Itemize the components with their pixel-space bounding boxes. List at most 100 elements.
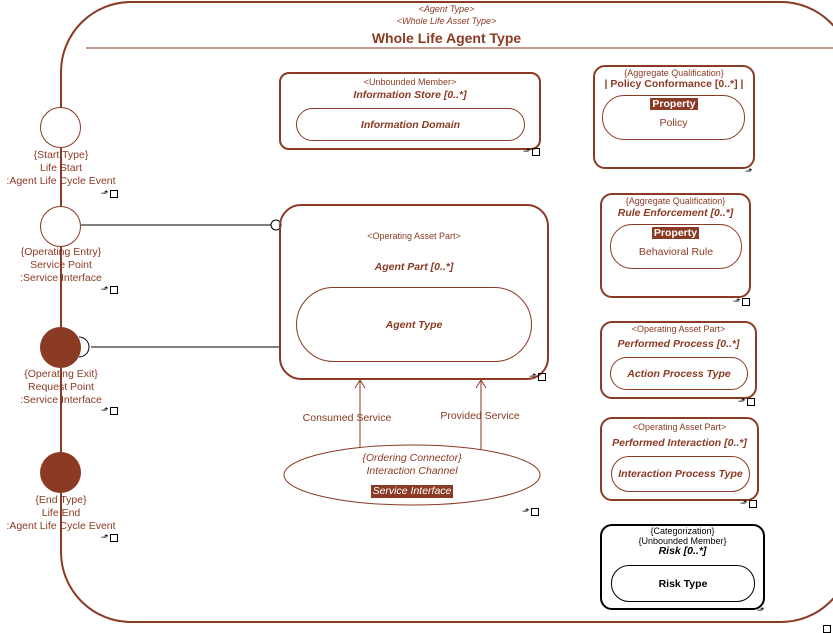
link-arrow-icon[interactable]: ⬏ bbox=[101, 284, 109, 295]
expand-square-icon[interactable] bbox=[741, 297, 750, 306]
policy-conformance-name: | Policy Conformance [0..*] | bbox=[604, 78, 744, 90]
link-arrow-icon[interactable]: ⬏ bbox=[101, 188, 109, 199]
risk-icons[interactable]: ⬏ bbox=[757, 606, 765, 615]
expand-square-icon[interactable] bbox=[530, 507, 539, 516]
agent-type-pill[interactable]: Agent Type bbox=[296, 287, 532, 362]
interaction-process-type-pill[interactable]: Interaction Process Type bbox=[611, 456, 750, 492]
policy-conformance-box[interactable] bbox=[593, 65, 755, 169]
exit-port-label: {Operating Exit} Request Point :Service … bbox=[0, 368, 122, 407]
action-process-type-pill[interactable]: Action Process Type bbox=[610, 357, 748, 390]
interaction-icons[interactable]: ⬏ bbox=[740, 499, 757, 508]
rule-icons[interactable]: ⬏ bbox=[733, 297, 750, 306]
expand-square-icon[interactable] bbox=[531, 147, 540, 156]
policy-badge-wrap: Property bbox=[593, 94, 755, 112]
risk-stereotype-unbounded: {Unbounded Member} bbox=[638, 536, 727, 546]
expand-square-icon[interactable] bbox=[109, 533, 118, 542]
agent-part-icons[interactable]: ⬏ bbox=[529, 372, 546, 381]
rule-enforcement-stereotype: {Aggregate Qualification} bbox=[625, 196, 726, 206]
process-icons[interactable]: ⬏ bbox=[738, 397, 755, 406]
provided-service-label: Provided Service bbox=[440, 410, 520, 422]
rule-badge-wrap: Property bbox=[600, 223, 751, 241]
exit-port-name: Request Point bbox=[28, 381, 94, 393]
start-port-icons[interactable]: ⬏ bbox=[101, 189, 118, 198]
entry-port-name: Service Point bbox=[30, 259, 92, 271]
link-arrow-icon[interactable]: ⬏ bbox=[745, 166, 753, 177]
start-port-name: Life Start bbox=[39, 162, 83, 174]
consumed-service-arrow bbox=[354, 379, 366, 389]
rule-property-badge: Property bbox=[651, 227, 700, 239]
expand-square-icon[interactable] bbox=[109, 189, 118, 198]
performed-interaction-box[interactable] bbox=[600, 417, 759, 501]
start-port-label: {Start Type} Life Start :Agent Life Cycl… bbox=[0, 149, 122, 188]
end-port-label: {End Type} Life End :Agent Life Cycle Ev… bbox=[0, 494, 122, 533]
exit-port-type: :Service Interface bbox=[20, 394, 102, 406]
link-arrow-icon[interactable]: ⬏ bbox=[523, 146, 531, 157]
risk-stereotype-categorization: {Categorization} bbox=[650, 526, 715, 536]
expand-square-icon[interactable] bbox=[537, 372, 546, 381]
interaction-channel-name: Interaction Channel bbox=[366, 465, 458, 477]
agent-part-stereotype: <Operating Asset Part> bbox=[367, 231, 461, 241]
header-stereotype-agent: <Agent Type> bbox=[418, 4, 475, 14]
link-arrow-icon[interactable]: ⬏ bbox=[733, 296, 741, 307]
link-arrow-icon[interactable]: ⬏ bbox=[738, 396, 746, 407]
policy-conformance-stereotype: {Aggregate Qualification} bbox=[624, 68, 724, 78]
performed-process-stereotype: <Operating Asset Part> bbox=[631, 324, 726, 334]
policy-icons[interactable]: ⬏ bbox=[745, 167, 753, 176]
interaction-channel-stereotype: {Ordering Connector} bbox=[362, 452, 462, 464]
policy-property-badge: Property bbox=[650, 98, 698, 110]
information-domain-pill[interactable]: Information Domain bbox=[296, 108, 525, 141]
information-store-stereotype: <Unbounded Member> bbox=[363, 77, 457, 87]
end-port-node[interactable] bbox=[40, 452, 81, 493]
rule-enforcement-box[interactable] bbox=[600, 193, 751, 298]
agent-part-box[interactable] bbox=[279, 204, 549, 380]
expand-square-icon[interactable] bbox=[109, 406, 118, 415]
expand-square-icon[interactable] bbox=[109, 285, 118, 294]
entry-port-type: :Service Interface bbox=[20, 272, 102, 284]
expand-square-icon[interactable] bbox=[748, 499, 757, 508]
policy-pill-label: Policy bbox=[659, 116, 688, 129]
header-stereotype-asset: <Whole Life Asset Type> bbox=[396, 16, 497, 26]
end-port-name: Life End bbox=[41, 507, 81, 519]
link-arrow-icon[interactable]: ⬏ bbox=[101, 405, 109, 416]
end-port-icons[interactable]: ⬏ bbox=[101, 533, 118, 542]
link-arrow-icon[interactable]: ⬏ bbox=[757, 605, 765, 616]
consumed-service-label: Consumed Service bbox=[302, 412, 392, 424]
expand-square-icon[interactable] bbox=[823, 624, 831, 633]
entry-port-kind: {Operating Entry} bbox=[20, 246, 102, 258]
expand-square-icon[interactable] bbox=[746, 397, 755, 406]
service-interface-badge-wrap: Service Interface bbox=[284, 481, 540, 499]
provided-service-arrow bbox=[475, 379, 487, 389]
exit-port-node[interactable] bbox=[40, 327, 81, 368]
exit-port-icons[interactable]: ⬏ bbox=[101, 406, 118, 415]
start-port-kind: {Start Type} bbox=[33, 149, 89, 161]
link-arrow-icon[interactable]: ⬏ bbox=[529, 371, 537, 382]
performed-process-box[interactable] bbox=[600, 321, 757, 399]
rule-enforcement-name: Rule Enforcement [0..*] bbox=[617, 207, 734, 219]
information-store-icons[interactable]: ⬏ bbox=[523, 147, 540, 156]
performed-interaction-name: Performed Interaction [0..*] bbox=[612, 437, 747, 449]
link-arrow-icon[interactable]: ⬏ bbox=[101, 532, 109, 543]
entry-port-icons[interactable]: ⬏ bbox=[101, 285, 118, 294]
link-arrow-icon[interactable]: ⬏ bbox=[522, 506, 530, 517]
risk-box[interactable] bbox=[600, 524, 765, 610]
policy-pill[interactable]: Policy bbox=[602, 95, 745, 140]
end-port-kind: {End Type} bbox=[35, 494, 87, 506]
risk-name: Risk [0..*] bbox=[658, 545, 707, 557]
risk-type-pill[interactable]: Risk Type bbox=[611, 565, 755, 602]
information-store-box[interactable] bbox=[279, 72, 541, 150]
interaction-channel-ellipse bbox=[283, 444, 541, 506]
entry-port-label: {Operating Entry} Service Point :Service… bbox=[0, 246, 122, 285]
performed-process-name: Performed Process [0..*] bbox=[617, 338, 740, 350]
frame-icons[interactable] bbox=[822, 624, 831, 633]
entry-port-node[interactable] bbox=[40, 206, 81, 247]
behavioral-rule-label: Behavioral Rule bbox=[638, 245, 714, 258]
link-arrow-icon[interactable]: ⬏ bbox=[740, 498, 748, 509]
start-port-node[interactable] bbox=[40, 107, 81, 148]
start-port-type: :Agent Life Cycle Event bbox=[6, 175, 116, 187]
exit-required-socket bbox=[78, 336, 90, 358]
page-title: Whole Life Agent Type bbox=[371, 30, 522, 46]
interaction-channel-icons[interactable]: ⬏ bbox=[522, 507, 539, 516]
end-port-type: :Agent Life Cycle Event bbox=[6, 520, 116, 532]
behavioral-rule-pill[interactable]: Behavioral Rule bbox=[610, 224, 742, 269]
